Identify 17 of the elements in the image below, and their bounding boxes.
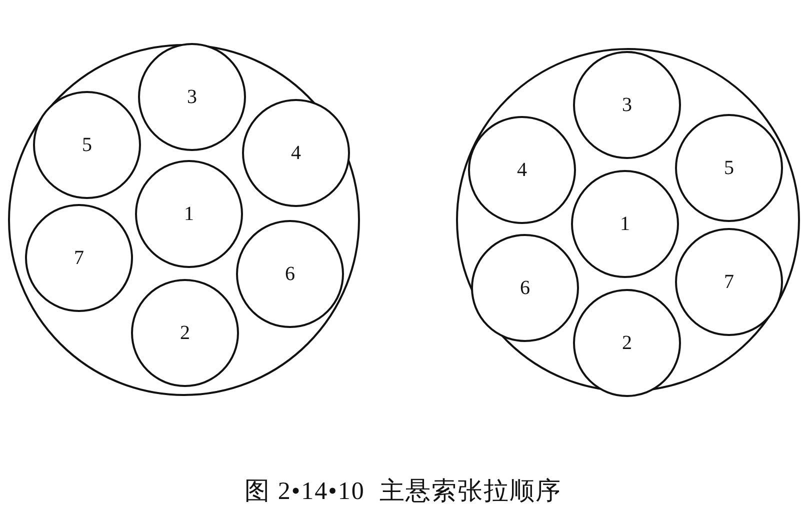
circle-number: 2 <box>180 323 190 343</box>
figure-caption: 图 2•14•10 主悬索张拉顺序 <box>244 476 562 507</box>
circle-number: 7 <box>724 272 734 292</box>
numbered-circle <box>573 51 681 159</box>
circle-number: 7 <box>74 248 84 268</box>
circle-number: 5 <box>724 158 734 178</box>
circle-number: 6 <box>520 278 530 298</box>
circle-number: 6 <box>285 264 295 284</box>
circle-number: 4 <box>291 143 301 163</box>
circle-number: 5 <box>82 135 92 155</box>
circle-number: 4 <box>517 160 527 180</box>
circle-number: 1 <box>184 204 194 224</box>
circle-number: 3 <box>622 95 632 115</box>
numbered-circle <box>138 43 246 151</box>
circle-number: 2 <box>622 333 632 353</box>
circle-number: 3 <box>187 87 197 107</box>
circle-number: 1 <box>620 214 630 234</box>
